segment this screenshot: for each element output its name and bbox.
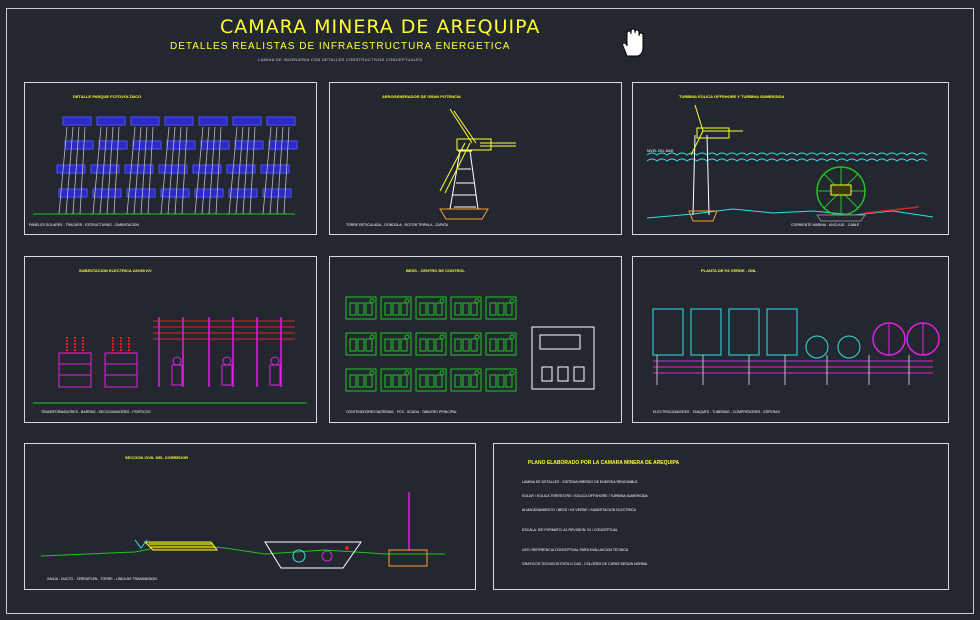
battery-container <box>450 368 482 392</box>
substation-panel-note: TRANSFORMADORES - BARRAS - SECCIONADORES… <box>41 410 151 414</box>
solar-module <box>198 116 228 126</box>
info-line-1: LAMINA DE DETALLES - SISTEMA HIBRIDO DE … <box>522 480 638 484</box>
solar-module <box>166 140 196 150</box>
info-line-4: ESCALA: S/E FORMATO: A1 REVISION: 01 / C… <box>522 528 618 532</box>
solar-module <box>194 188 224 198</box>
solar-array-drawing <box>33 116 298 215</box>
battery-container <box>345 332 377 356</box>
battery-view[interactable]: BESS - CENTRO DE CONTROL CONTENEDORES BA… <box>329 256 622 423</box>
battery-drawing <box>345 296 595 392</box>
solar-module <box>98 140 128 150</box>
substation-panel-title: SUBESTACION ELECTRICA 220/60 KV <box>79 268 152 273</box>
solar-module <box>58 188 88 198</box>
battery-container <box>380 332 412 356</box>
wind-turbine-view[interactable]: AEROGENERADOR DE GRAN POTENCIA TORRE RET… <box>329 82 622 235</box>
breaker <box>171 364 183 386</box>
wind-panel-title: AEROGENERADOR DE GRAN POTENCIA <box>382 94 461 99</box>
civil-panel-note: ZANJA - DUCTO - TERRAPLEN - TORRE - LINE… <box>47 577 157 581</box>
info-line-6: GRAFICOS TECNICOS ESTILO CAD - COLORES D… <box>522 562 648 566</box>
solar-module <box>160 188 190 198</box>
offshore-panel-note: CORRIENTE MARINA - ANCLAJE - CABLE <box>791 223 860 227</box>
title-block[interactable]: PLANO ELABORADO POR LA CAMARA MINERA DE … <box>493 443 949 590</box>
page-caption: LAMINA DE INGENIERIA CON DETALLES CONSTR… <box>258 57 423 62</box>
battery-container <box>450 332 482 356</box>
civil-panel-title: SECCION CIVIL DEL CORREDOR <box>125 455 188 460</box>
battery-container <box>345 368 377 392</box>
hydrogen-panel-title: PLANTA DE H2 VERDE - GNL <box>701 268 757 273</box>
battery-container <box>415 296 447 320</box>
solar-panel-title: DETALLE PARQUE FOTOVOLTAICO <box>73 94 142 99</box>
solar-module <box>56 164 86 174</box>
info-line-5: USO: REFERENCIA CONCEPTUAL PARA EVALUACI… <box>522 548 629 552</box>
solar-module <box>92 188 122 198</box>
page-title: CAMARA MINERA DE AREQUIPA <box>220 16 541 38</box>
substation-view[interactable]: SUBESTACION ELECTRICA 220/60 KV TRANSFOR… <box>24 256 317 423</box>
electrolyzer-unit <box>766 308 798 356</box>
solar-module <box>232 116 262 126</box>
civil-drawing <box>40 492 445 569</box>
info-line-3: ALMACENAMIENTO / BESS / H2 VERDE / SUBES… <box>522 508 636 512</box>
battery-container <box>485 296 517 320</box>
breaker <box>269 364 281 386</box>
wind-turbine-drawing <box>439 108 516 220</box>
solar-module <box>64 140 94 150</box>
civil-section-view[interactable]: SECCION CIVIL DEL CORREDOR ZANJA - DUCTO… <box>24 443 476 590</box>
solar-module <box>200 140 230 150</box>
hydrogen-drawing <box>652 308 940 385</box>
wind-panel-note: TORRE RETICULADA - GONDOLA - ROTOR TRIPA… <box>346 223 449 227</box>
solar-module <box>268 140 298 150</box>
transformer <box>104 352 138 388</box>
solar-module <box>124 164 154 174</box>
battery-panel-title: BESS - CENTRO DE CONTROL <box>406 268 465 273</box>
solar-panel-view[interactable]: DETALLE PARQUE FOTOVOLTAICO PANELES SOLA… <box>24 82 317 235</box>
solar-module <box>260 164 290 174</box>
battery-container <box>485 332 517 356</box>
offshore-view[interactable]: TURBINA EOLICA OFFSHORE Y TURBINA SUMERG… <box>632 82 949 235</box>
offshore-drawing <box>646 104 934 222</box>
battery-panel-note: CONTENEDORES BATERIAS - PCS - SCADA - TA… <box>346 410 458 414</box>
solar-module <box>126 188 156 198</box>
solar-module <box>90 164 120 174</box>
solar-module <box>266 116 296 126</box>
substation-drawing <box>33 317 307 404</box>
battery-container <box>345 296 377 320</box>
electrolyzer-unit <box>652 308 684 356</box>
electrolyzer-unit <box>690 308 722 356</box>
offshore-sea-note: NIVEL DEL MAR <box>647 149 674 153</box>
battery-container <box>415 332 447 356</box>
solar-module <box>132 140 162 150</box>
info-line-2: SOLAR / EOLICA TERRESTRE / EOLICA OFFSHO… <box>522 494 648 498</box>
solar-module <box>192 164 222 174</box>
hydrogen-view[interactable]: PLANTA DE H2 VERDE - GNL ELECTROLIZADORE… <box>632 256 949 423</box>
solar-module <box>226 164 256 174</box>
electrolyzer-unit <box>728 308 760 356</box>
solar-module <box>164 116 194 126</box>
battery-container <box>380 368 412 392</box>
transformer <box>58 352 92 388</box>
battery-container <box>415 368 447 392</box>
solar-module <box>130 116 160 126</box>
solar-module <box>158 164 188 174</box>
page-subtitle: DETALLES REALISTAS DE INFRAESTRUCTURA EN… <box>170 41 511 52</box>
offshore-panel-title: TURBINA EOLICA OFFSHORE Y TURBINA SUMERG… <box>679 94 785 99</box>
solar-module <box>228 188 258 198</box>
solar-module <box>234 140 264 150</box>
battery-container <box>485 368 517 392</box>
breaker <box>221 364 233 386</box>
info-title: PLANO ELABORADO POR LA CAMARA MINERA DE … <box>528 460 680 466</box>
hydrogen-panel-note: ELECTROLIZADORES - TANQUES - TUBERIAS - … <box>653 410 780 414</box>
battery-container <box>380 296 412 320</box>
solar-module <box>96 116 126 126</box>
drawing-sheet <box>6 8 974 614</box>
solar-module <box>262 188 292 198</box>
battery-container <box>450 296 482 320</box>
solar-module <box>62 116 92 126</box>
solar-panel-note: PANELES SOLARES - TRACKER - ESTRUCTURAS … <box>29 223 139 227</box>
